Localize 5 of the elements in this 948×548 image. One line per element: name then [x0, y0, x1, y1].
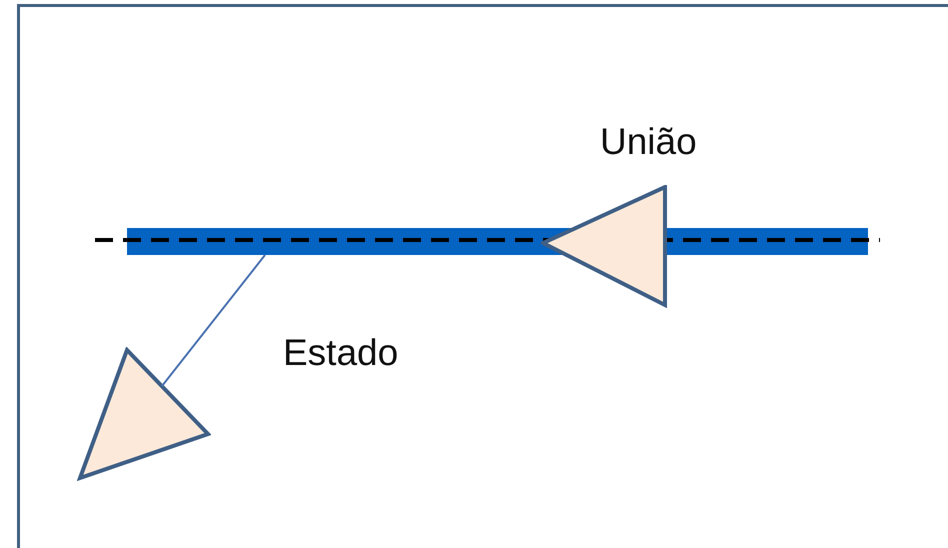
triangle	[541, 185, 668, 308]
shape-label: Estado	[283, 333, 398, 374]
leader-line	[161, 254, 266, 387]
shape-label: União	[600, 122, 697, 163]
triangle	[77, 347, 211, 481]
